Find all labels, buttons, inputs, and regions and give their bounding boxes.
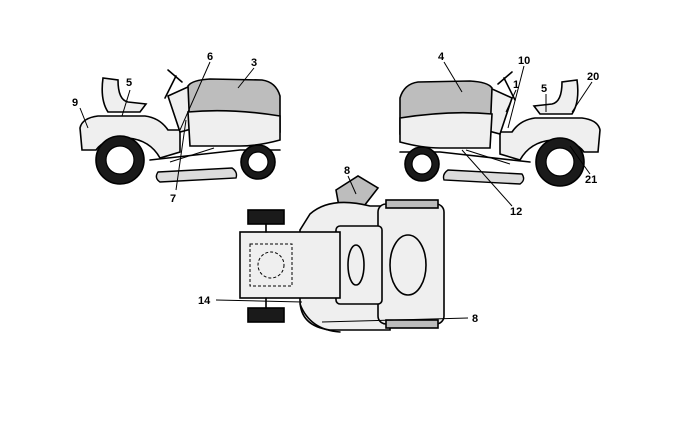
callout-right-5: 5 <box>541 83 547 95</box>
leader-lines <box>79 61 593 323</box>
callout-left-6: 6 <box>207 51 213 63</box>
rear-rim <box>105 145 135 175</box>
callout-right-12: 12 <box>510 206 522 218</box>
front-tire-top-b <box>247 307 285 323</box>
callout-left-7: 7 <box>170 193 176 205</box>
steering-column <box>164 75 177 99</box>
hood-side-panel <box>187 109 281 147</box>
deck-curve <box>299 303 341 333</box>
seat <box>101 77 148 113</box>
callout-right-10: 10 <box>518 55 530 67</box>
tractor-top-view <box>239 175 445 333</box>
front-rim <box>247 151 269 173</box>
steering-wheel <box>167 69 183 83</box>
tractor-right-side-view <box>399 71 601 187</box>
callout-right-1: 1 <box>513 79 519 91</box>
front-tire-top-a <box>247 209 285 225</box>
deck-link <box>169 147 215 163</box>
callout-right-21: 21 <box>585 174 597 186</box>
callout-left-9: 9 <box>72 97 78 109</box>
rear-tire-bottom <box>385 319 439 329</box>
mower-deck <box>155 167 238 183</box>
callout-top-8-lower: 8 <box>472 313 478 325</box>
callout-left-5: 5 <box>126 77 132 89</box>
engine-circle <box>257 251 285 279</box>
callout-right-4: 4 <box>438 51 445 63</box>
hood-top <box>239 231 341 299</box>
callout-top-14: 14 <box>198 295 211 307</box>
callout-left-3: 3 <box>251 57 257 69</box>
rear-tire-top <box>385 199 439 209</box>
engine-outline <box>249 243 293 287</box>
tractor-left-side-view <box>79 69 281 185</box>
seat-top <box>389 234 427 296</box>
callout-labels: 9 5 6 3 7 4 10 1 5 20 12 21 8 14 8 <box>72 51 599 325</box>
callout-top-8: 8 <box>344 165 350 177</box>
callout-right-20: 20 <box>587 71 599 83</box>
steering-top <box>347 244 365 286</box>
